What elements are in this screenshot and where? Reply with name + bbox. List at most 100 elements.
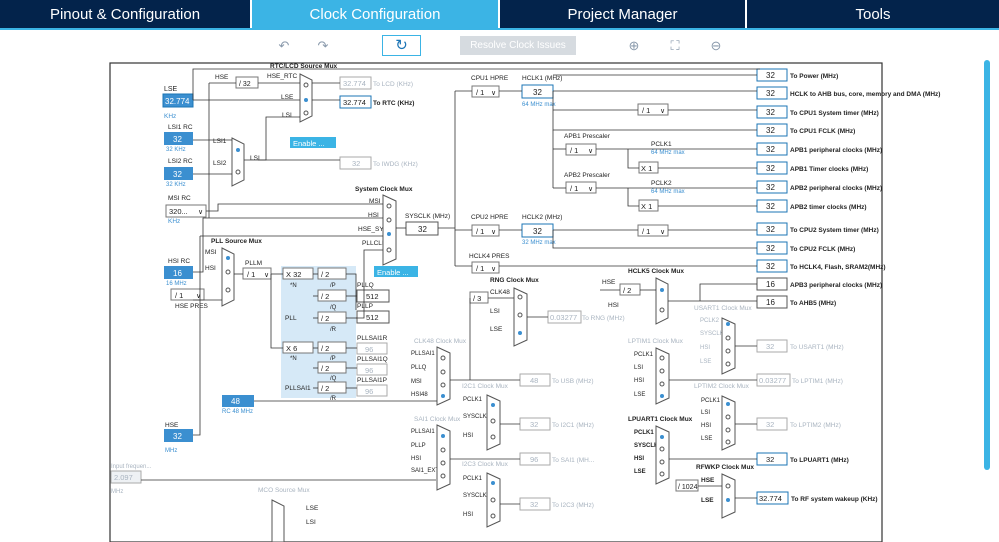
rtc-hse-label: HSE bbox=[215, 74, 229, 81]
pllsai1q-select[interactable] bbox=[317, 361, 347, 374]
diagram-frame bbox=[109, 62, 883, 542]
pll-source-mux[interactable] bbox=[221, 247, 235, 307]
pllr-div-label: /R bbox=[330, 327, 337, 333]
hse-pres-select[interactable] bbox=[170, 288, 205, 301]
i2c3-mux-title: I2C3 Clock Mux bbox=[462, 461, 509, 468]
zoom-out-icon[interactable]: ⊖ bbox=[710, 38, 722, 53]
lpuart1-value: 32 bbox=[766, 455, 774, 464]
system-clock-mux[interactable] bbox=[382, 194, 397, 266]
rfwkp-mux-title: RFWKP Clock Mux bbox=[696, 464, 754, 471]
plln-value: X 32 bbox=[286, 270, 301, 279]
tab-clock-configuration[interactable]: Clock Configuration bbox=[252, 0, 498, 28]
lptim2-pclk1-label: PCLK1 bbox=[701, 398, 721, 404]
apb1-prescaler-select[interactable] bbox=[565, 143, 597, 156]
mco-mux-title: MCO Source Mux bbox=[258, 487, 310, 494]
hclk5-mux[interactable] bbox=[655, 277, 669, 325]
pllsai1r-out-value: 96 bbox=[365, 345, 373, 354]
lse-unit: KHz bbox=[164, 113, 176, 120]
apb2-timer-mult bbox=[638, 199, 659, 212]
resolve-clock-issues-button[interactable]: Resolve Clock Issues bbox=[460, 36, 576, 55]
cpu1-systimer-select[interactable] bbox=[637, 103, 669, 116]
i2c1-pclk1-label: PCLK1 bbox=[463, 397, 483, 403]
pllq-out-value: 512 bbox=[366, 292, 379, 301]
tab-tools[interactable]: Tools bbox=[747, 0, 999, 28]
lsi-mux-output-label: LSI bbox=[250, 155, 260, 162]
lsi1-value-box bbox=[164, 132, 193, 145]
pllsai1p-select[interactable] bbox=[317, 341, 347, 354]
redo-icon[interactable]: ↷ bbox=[317, 38, 329, 53]
apb2-prescaler-select[interactable] bbox=[565, 181, 597, 194]
hse-value: 32 bbox=[173, 432, 182, 441]
usart1-mux[interactable] bbox=[721, 317, 736, 375]
pllr-select[interactable] bbox=[317, 311, 347, 324]
pclk2-label: PCLK2 bbox=[651, 180, 672, 187]
pllq-out-label: PLLQ bbox=[357, 282, 374, 289]
cpu2-systimer-select[interactable] bbox=[637, 224, 669, 237]
lsi2-value-box bbox=[164, 167, 193, 180]
enable-css2-button[interactable] bbox=[374, 266, 418, 277]
pllsai1r-div-label: /R bbox=[330, 396, 337, 402]
pllsai1n-select[interactable] bbox=[282, 341, 314, 354]
lptim2-mux[interactable] bbox=[721, 395, 736, 451]
lpuart1-hsi-label: HSI bbox=[634, 456, 644, 462]
hse-pres-value: / 1 bbox=[175, 291, 183, 300]
cpu1-hpre-select[interactable] bbox=[471, 85, 500, 98]
usart1-mux-title: USART1 Clock Mux bbox=[694, 305, 752, 312]
sysclk-value-box[interactable] bbox=[405, 221, 439, 236]
enable-css-button[interactable] bbox=[290, 137, 336, 148]
lptim1-mux[interactable] bbox=[655, 347, 670, 405]
sai1-mux[interactable] bbox=[436, 424, 451, 491]
pllsai1n-label: *N bbox=[290, 356, 297, 362]
rtc-lse-label: LSE bbox=[281, 94, 294, 101]
sys-hsi-label: HSI bbox=[368, 212, 379, 219]
plln-select[interactable] bbox=[282, 267, 314, 280]
hclk5-hsi-label: HSI bbox=[608, 302, 619, 309]
i2c3-value: 32 bbox=[530, 500, 538, 509]
refresh-button[interactable]: ↻ bbox=[382, 35, 421, 56]
tab-project-manager[interactable]: Project Manager bbox=[500, 0, 745, 28]
i2c3-mux[interactable] bbox=[486, 472, 501, 528]
cpu2-hpre-select[interactable] bbox=[471, 224, 500, 237]
undo-icon[interactable]: ↶ bbox=[278, 38, 290, 53]
zoom-in-icon[interactable]: ⊕ bbox=[628, 38, 640, 53]
usb-value: 48 bbox=[530, 376, 538, 385]
pllp-select[interactable] bbox=[317, 267, 347, 280]
pllm-select[interactable] bbox=[242, 267, 272, 280]
pllm-label: PLLM bbox=[245, 260, 262, 267]
mco-source-mux[interactable] bbox=[271, 499, 285, 542]
output-label: To AHB5 (MHz) bbox=[790, 300, 836, 307]
rtc-mux-title: RTC/LCD Source Mux bbox=[270, 63, 338, 70]
i2c1-value: 32 bbox=[530, 420, 538, 429]
lse-value: 32.774 bbox=[165, 97, 190, 106]
pllsai1r-select[interactable] bbox=[317, 381, 347, 394]
to-lptim2-label: To LPTIM2 (MHz) bbox=[790, 422, 841, 429]
clk48-mux[interactable] bbox=[436, 346, 451, 406]
to-iwdg-label: To IWDG (KHz) bbox=[373, 161, 418, 168]
pllq-select[interactable] bbox=[317, 289, 347, 302]
fit-icon[interactable]: ⛶ bbox=[670, 38, 680, 53]
lptim1-value: 0.03277 bbox=[759, 376, 786, 385]
vertical-scrollbar[interactable] bbox=[984, 60, 990, 470]
tab-underline bbox=[0, 28, 999, 30]
wires bbox=[141, 68, 760, 505]
pllq-div-label: /Q bbox=[330, 305, 337, 311]
hclk4-pres-select[interactable] bbox=[471, 261, 500, 274]
rtc-value-box bbox=[339, 95, 372, 109]
lse-value-box[interactable] bbox=[162, 93, 194, 108]
tab-bar: Pinout & Configuration Clock Configurati… bbox=[0, 0, 999, 30]
cpu1-systimer-chevron-icon: ∨ bbox=[660, 108, 665, 115]
rfwkp-mux[interactable] bbox=[721, 473, 736, 519]
lpuart1-mux-title: LPUART1 Clock Mux bbox=[628, 416, 693, 423]
pll-label: PLL bbox=[285, 315, 297, 322]
sai1-pllp-label: PLLP bbox=[411, 443, 426, 449]
cpu2-systimer-value: / 1 bbox=[642, 227, 650, 236]
input-frequency-field[interactable] bbox=[110, 470, 142, 484]
apb1-timer-mult bbox=[638, 161, 659, 174]
rfwkp-div-value: / 1024 bbox=[678, 484, 698, 491]
clk48-msi-label: MSI bbox=[411, 379, 422, 385]
tab-pinout[interactable]: Pinout & Configuration bbox=[0, 0, 250, 28]
lpuart1-mux[interactable] bbox=[655, 425, 670, 485]
lsi-mux[interactable] bbox=[231, 137, 245, 187]
apb1-timer-mult-value: X 1 bbox=[641, 164, 652, 173]
hclk2-value: 32 bbox=[533, 227, 542, 236]
